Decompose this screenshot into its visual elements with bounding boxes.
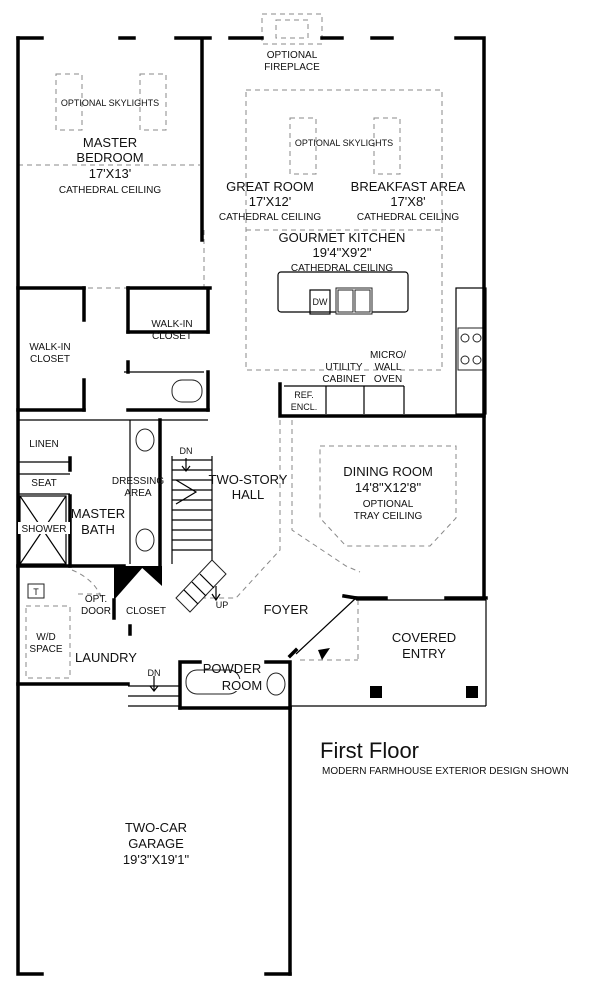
walls xyxy=(16,36,488,976)
master-bedroom-dims: 17'X13' xyxy=(89,166,132,181)
thermostat-label: T xyxy=(33,587,39,597)
master-bath-label: BATH xyxy=(81,522,115,537)
stair-up-label: UP xyxy=(216,600,229,610)
covered-entry-label: ENTRY xyxy=(402,646,446,661)
breakfast-area-dims: 17'X8' xyxy=(390,194,425,209)
ref-encl-label: ENCL. xyxy=(291,402,318,412)
plan-subtitle: MODERN FARMHOUSE EXTERIOR DESIGN SHOWN xyxy=(322,766,569,777)
closet-label: CLOSET xyxy=(126,606,166,617)
kitchen-skylights: OPTIONAL SKYLIGHTS xyxy=(295,138,393,148)
great-room-name: GREAT ROOM xyxy=(226,179,314,194)
micro-wall-oven-label: OVEN xyxy=(374,374,402,385)
dressing-area-label: DRESSING xyxy=(112,476,164,487)
master-bedroom-skylights: OPTIONAL SKYLIGHTS xyxy=(61,98,159,108)
dining-room-dims: 14'8"X12'8" xyxy=(355,480,422,495)
garage-label: GARAGE xyxy=(128,836,184,851)
foyer-label: FOYER xyxy=(264,602,309,617)
kitchen-ceiling: CATHEDRAL CEILING xyxy=(291,263,393,274)
fireplace-label: OPTIONAL xyxy=(267,50,318,61)
utility-cabinet-label: UTILITY xyxy=(325,362,363,373)
kitchen-dims: 19'4"X9'2" xyxy=(312,245,371,260)
two-story-hall-label: TWO-STORY xyxy=(209,472,288,487)
powder-room-label: ROOM xyxy=(222,678,262,693)
micro-wall-oven-label: WALL xyxy=(375,362,402,373)
dining-room-ceiling: TRAY CEILING xyxy=(354,511,423,522)
dining-room-ceiling: OPTIONAL xyxy=(363,499,414,510)
stair-down-label: DN xyxy=(180,446,193,456)
seat-label: SEAT xyxy=(31,478,56,489)
kitchen-name: GOURMET KITCHEN xyxy=(279,230,406,245)
micro-wall-oven-label: MICRO/ xyxy=(370,350,406,361)
opt-door-label: DOOR xyxy=(81,606,111,617)
master-bedroom-name: MASTER xyxy=(83,135,137,150)
two-story-hall-label: HALL xyxy=(232,487,265,502)
covered-entry-label: COVERED xyxy=(392,630,456,645)
master-bath-label: MASTER xyxy=(71,506,125,521)
fireplace-label: FIREPLACE xyxy=(264,62,320,73)
ref-encl-label: REF. xyxy=(294,390,314,400)
utility-cabinet-label: CABINET xyxy=(322,374,365,385)
breakfast-area-name: BREAKFAST AREA xyxy=(351,179,466,194)
laundry-down-label: DN xyxy=(148,668,161,678)
walkin-closet-label: WALK-IN xyxy=(29,342,70,353)
room-labels: OPTIONAL FIREPLACE OPTIONAL SKYLIGHTS MA… xyxy=(18,50,569,867)
dressing-area-label: AREA xyxy=(124,488,152,499)
breakfast-area-ceiling: CATHEDRAL CEILING xyxy=(357,212,459,223)
dishwasher-label: DW xyxy=(313,297,328,307)
dining-room-name: DINING ROOM xyxy=(343,464,433,479)
garage-label: TWO-CAR xyxy=(125,820,187,835)
great-room-ceiling: CATHEDRAL CEILING xyxy=(219,212,321,223)
master-bedroom-name: BEDROOM xyxy=(76,150,143,165)
walkin-closet-label: CLOSET xyxy=(30,354,70,365)
wd-space-label: SPACE xyxy=(29,644,62,655)
walkin-closet-label: WALK-IN xyxy=(151,319,192,330)
laundry-label: LAUNDRY xyxy=(75,650,137,665)
opt-door-label: OPT. xyxy=(85,594,107,605)
great-room-dims: 17'X12' xyxy=(249,194,292,209)
linen-label: LINEN xyxy=(29,439,58,450)
walkin-closet-label: CLOSET xyxy=(152,331,192,342)
wd-space-label: W/D xyxy=(36,632,55,643)
plan-title: First Floor xyxy=(320,738,419,763)
master-bedroom-ceiling: CATHEDRAL CEILING xyxy=(59,185,161,196)
powder-room-label: POWDER xyxy=(203,661,262,676)
optional-outlines xyxy=(18,13,457,679)
garage-dims: 19'3"X19'1" xyxy=(123,852,190,867)
shower-label: SHOWER xyxy=(22,524,67,535)
